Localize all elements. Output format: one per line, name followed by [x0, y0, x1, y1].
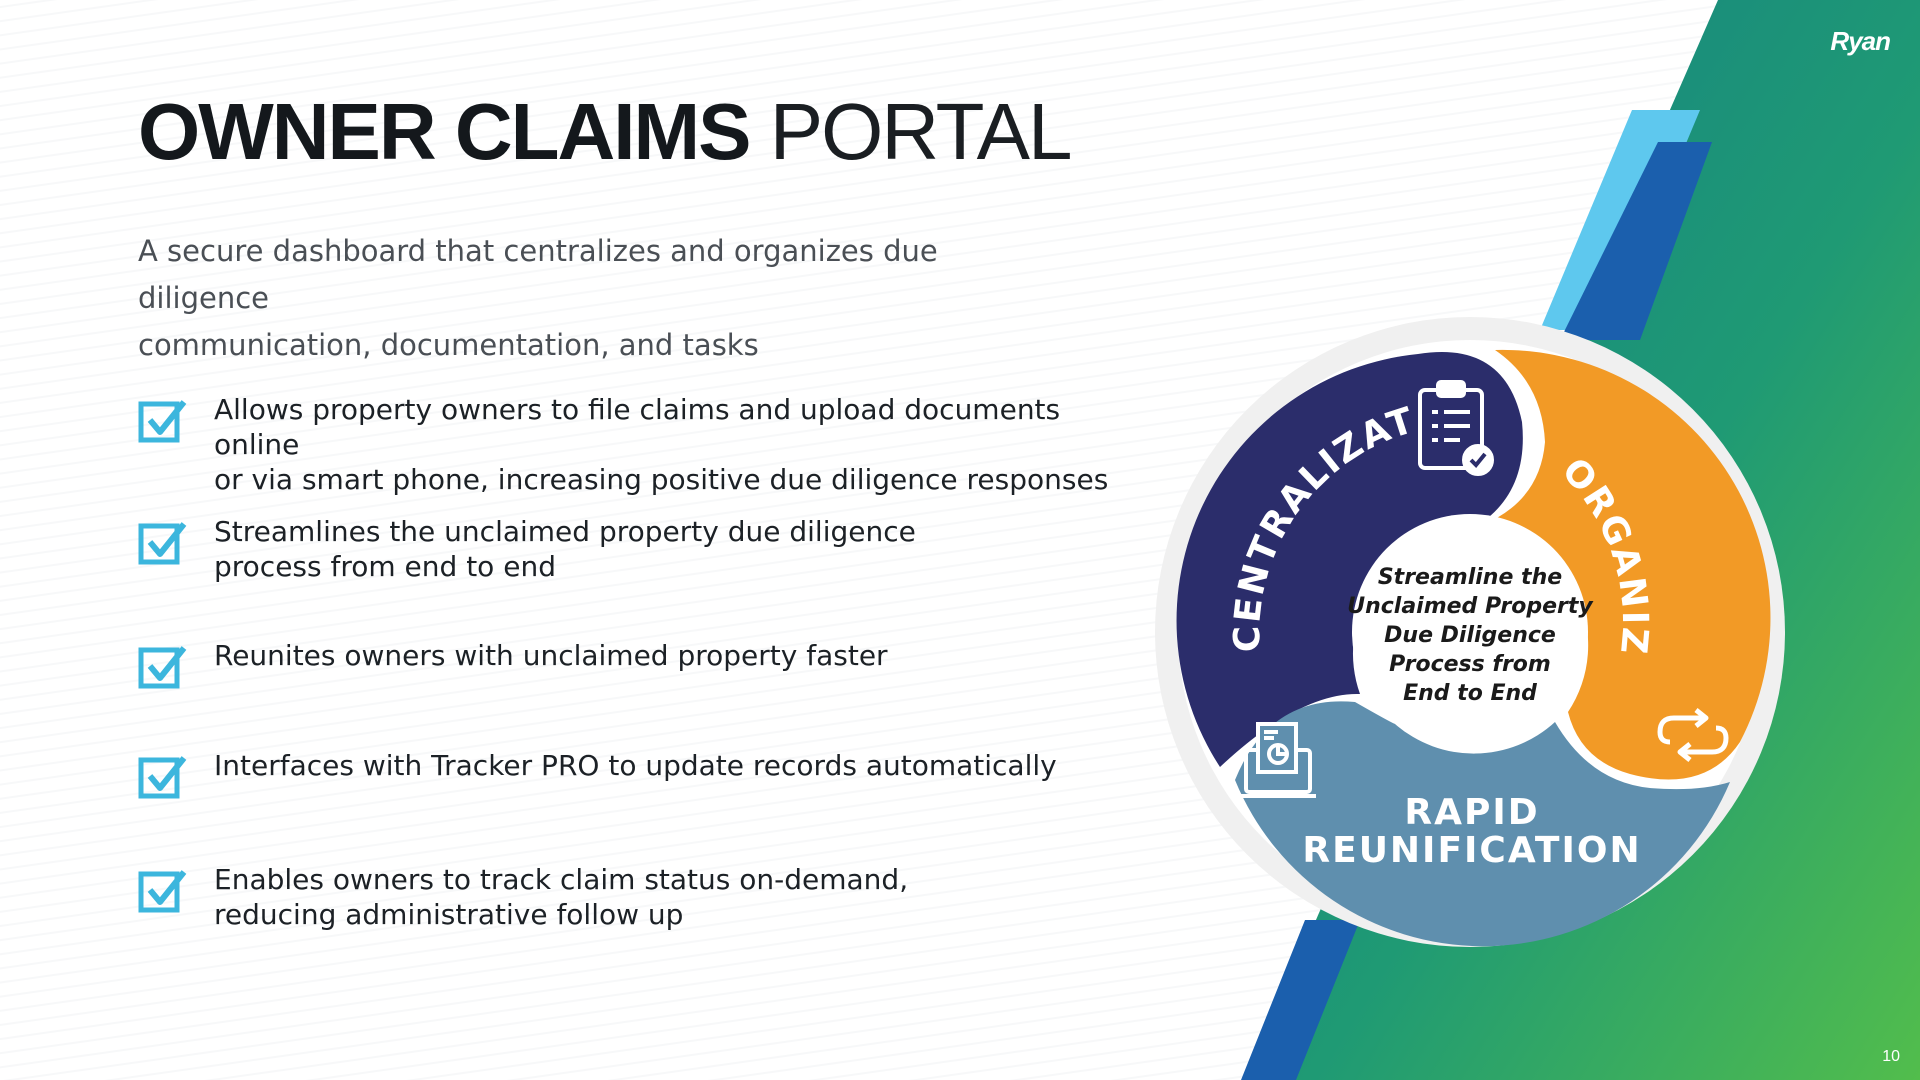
feature-line: or via smart phone, increasing positive … [214, 463, 1109, 496]
refresh-cycle-icon [1657, 708, 1729, 762]
feature-text: Interfaces with Tracker PRO to update re… [214, 748, 1134, 783]
center-line: Due Diligence [1384, 623, 1556, 648]
feature-text: Streamlines the unclaimed property due d… [214, 514, 1134, 584]
label-rapid: RAPID [1404, 792, 1539, 833]
page-title: OWNER CLAIMS PORTAL [138, 92, 1072, 172]
checkbox-icon [138, 400, 187, 443]
center-line: Unclaimed Property [1347, 594, 1594, 619]
ryan-logo: Ryan [1830, 26, 1891, 56]
segment-organization [1480, 349, 1771, 780]
checkbox-icon [138, 646, 187, 689]
center-line: Process from [1389, 652, 1551, 677]
page-number: 10 [1882, 1048, 1900, 1065]
feature-line: Streamlines the unclaimed property due d… [214, 515, 916, 548]
checkbox-icon [138, 756, 187, 799]
center-line: End to End [1403, 681, 1537, 706]
center-line: Streamline the [1378, 565, 1562, 590]
segment-centralization [1176, 351, 1523, 767]
feature-line: Interfaces with Tracker PRO to update re… [214, 749, 1057, 782]
blue-stripe-lower [1241, 920, 1360, 1080]
feature-line: reducing administrative follow up [214, 898, 684, 931]
cycle-diagram: CENTRALIZATION ORGANIZATION RAPID REUNIF… [1150, 312, 1785, 947]
title-bold: OWNER CLAIMS [138, 87, 752, 176]
feature-text: Allows property owners to file claims an… [214, 392, 1134, 497]
subtitle: A secure dashboard that centralizes and … [138, 228, 1058, 369]
feature-line: Allows property owners to file claims an… [214, 393, 1061, 461]
laptop-report-icon [1240, 722, 1316, 798]
feature-line: process from end to end [214, 550, 556, 583]
label-reunification: REUNIFICATION [1302, 830, 1641, 871]
checkbox-icon [138, 522, 187, 565]
clipboard-checklist-icon [1418, 380, 1494, 476]
checkbox-icon [138, 870, 187, 913]
subtitle-line: communication, documentation, and tasks [138, 328, 759, 362]
title-light: PORTAL [769, 87, 1073, 176]
segment-rapid-reunification [1235, 701, 1730, 947]
blue-stripe [1560, 142, 1712, 340]
feature-text: Reunites owners with unclaimed property … [214, 638, 1134, 673]
center-circle [1352, 514, 1588, 750]
subtitle-line: A secure dashboard that centralizes and … [138, 234, 938, 315]
feature-text: Enables owners to track claim status on-… [214, 862, 1134, 932]
feature-line: Enables owners to track claim status on-… [214, 863, 909, 896]
feature-line: Reunites owners with unclaimed property … [214, 639, 888, 672]
